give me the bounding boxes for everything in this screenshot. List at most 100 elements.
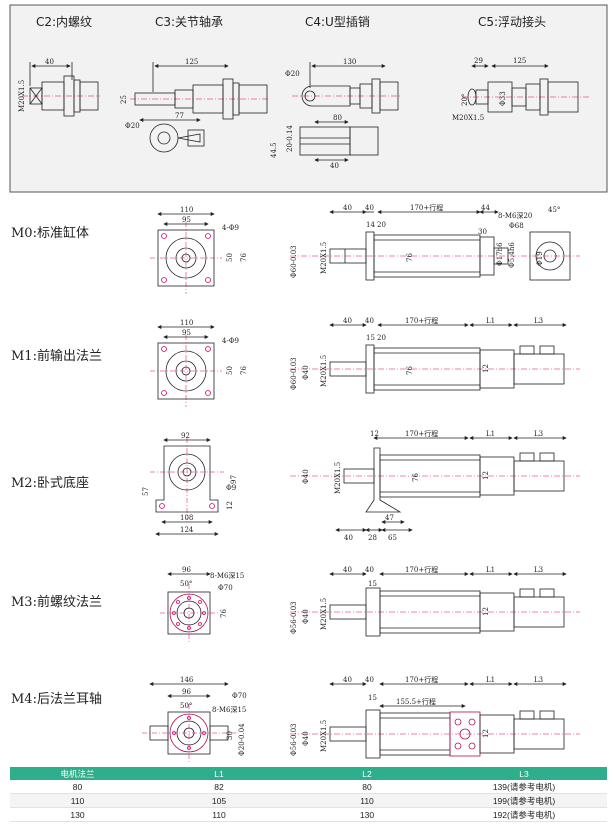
m1-side-l3: L3: [534, 317, 543, 325]
m3-side-stroke: 170+行程: [405, 565, 438, 574]
m2-front-d9: Φ9: [226, 484, 236, 492]
m4-side-stroke2: 155.5+行程: [396, 697, 436, 706]
c5-dim-d33: Φ33: [499, 91, 507, 106]
m1-side-thread: M20X1.5: [320, 355, 328, 387]
m2-side-40: 40: [344, 534, 353, 542]
c4-dim-130: 130: [343, 58, 356, 66]
m3-front-50deg: 50°: [180, 580, 192, 588]
m2-front-92: 92: [181, 432, 190, 440]
m1-front-holes: 4-Φ9: [222, 337, 239, 345]
m0-side-stroke: 170+行程: [410, 203, 443, 212]
m1-front-view: [150, 325, 222, 407]
m2-side-l3: L3: [534, 430, 543, 438]
table-header-row: 电机法兰 L1 L2 L3: [10, 767, 607, 780]
m2-side-d40: Φ40: [302, 469, 310, 484]
cell-l2: 80: [293, 780, 441, 794]
m3-side-view: [290, 572, 580, 637]
accessory-panel: [9, 4, 608, 193]
c2-title: C2:内螺纹: [36, 15, 93, 29]
m3-title: M3:前螺纹法兰: [11, 595, 102, 610]
m2-title: M2:卧式底座: [11, 476, 89, 491]
m4-side-l1: L1: [486, 676, 495, 684]
m4-side-thread: M20X1.5: [320, 720, 328, 752]
table-row: 130 110 130 192(请参考电机): [10, 807, 607, 822]
m0-front-view: [150, 212, 222, 294]
c2-dim-thread: M20X1.5: [18, 80, 26, 112]
m1-side-d60: Φ60-0.03: [290, 357, 298, 390]
m3-front-d70: Φ70: [218, 584, 233, 592]
m1-side-view: [290, 323, 580, 394]
m4-side-12: 12: [482, 729, 490, 738]
m0-side-d68: Φ68: [509, 222, 524, 230]
c2-dim-40: 40: [45, 58, 54, 66]
m0-front-110: 110: [180, 206, 193, 214]
c5-dim-29: 29: [474, 57, 483, 65]
c4-dim-445: 44.5: [270, 142, 278, 158]
cell-flange: 110: [10, 793, 145, 808]
m0-front-holes: 4-Φ9: [222, 224, 239, 232]
c3-dim-77: 77: [175, 112, 184, 120]
m0-side-d17: Φ17h6: [496, 242, 504, 266]
m1-side-76: 76: [406, 366, 414, 375]
c4-dim-40: 40: [330, 162, 339, 170]
m0-side-40b: 40: [365, 204, 374, 212]
cell-l3: 139(请参考电机): [441, 780, 607, 794]
m1-front-95: 95: [182, 329, 191, 337]
cell-flange: 80: [10, 780, 145, 794]
m2-side-65: 65: [388, 534, 397, 542]
m3-front-view: [160, 572, 218, 642]
cell-l1: 82: [145, 780, 293, 794]
cell-l3: 192(请参考电机): [441, 807, 607, 822]
m2-side-view: [290, 436, 580, 532]
m0-front-95: 95: [182, 216, 191, 224]
m4-side-view: [290, 682, 580, 759]
m1-side-stroke: 170+行程: [405, 316, 438, 325]
m3-side-12: 12: [482, 607, 490, 616]
m0-front-76: 76: [240, 253, 248, 262]
m3-side-d56: Φ56-0.03: [290, 601, 298, 634]
header-motor-flange: 电机法兰: [10, 767, 145, 780]
m1-side-15: 15: [366, 334, 375, 342]
m2-side-12: 12: [482, 471, 490, 480]
m1-side-40b: 40: [365, 317, 374, 325]
m0-side-45deg: 45°: [548, 206, 560, 214]
m2-front-124: 124: [180, 526, 194, 534]
m0-front-50: 50: [226, 253, 234, 262]
m3-side-l1: L1: [486, 566, 495, 574]
table-row: 110 105 110 199(请参考电机): [10, 793, 607, 808]
m4-front-50deg: 50°: [180, 702, 192, 710]
m2-side-28: 28: [368, 534, 377, 542]
c4-drawing: [292, 62, 400, 162]
m3-side-d40: Φ40: [302, 609, 310, 624]
drawing-canvas: 40 M20X1.5 125 25 77 Φ20 130 Φ2: [9, 4, 608, 762]
m1-side-d40: Φ40: [302, 365, 310, 380]
m1-front-50: 50: [226, 366, 234, 375]
m0-side-thread: M20X1.5: [320, 242, 328, 274]
m4-side-d56: Φ56-0.03: [290, 723, 298, 756]
m2-side-stroke: 170+行程: [405, 429, 438, 438]
m4-front-screws: 8-M6深15: [212, 705, 246, 714]
c5-dim-thread: M20X1.5: [452, 114, 484, 122]
m2-front-12: 12: [226, 501, 234, 510]
m0-side-screws: 8-M6深20: [498, 211, 532, 220]
m2-side-l1: L1: [486, 430, 495, 438]
c3-dim-25: 25: [120, 95, 128, 104]
c3-dim-125: 125: [185, 58, 198, 66]
m4-front-146: 146: [180, 676, 194, 684]
m0-side-14: 14: [366, 221, 375, 229]
header-l1: L1: [145, 767, 293, 780]
m3-side-40b: 40: [365, 566, 374, 574]
m3-front-96: 96: [182, 566, 191, 574]
m4-side-d40: Φ40: [302, 731, 310, 746]
table-row: 80 82 80 139(请参考电机): [10, 780, 607, 794]
c4-dim-d20: Φ20: [285, 70, 300, 78]
m4-front-d70: Φ70: [232, 692, 247, 700]
c4-dim-80: 80: [333, 114, 342, 122]
cell-flange: 130: [10, 807, 145, 822]
m3-front-76: 76: [220, 609, 228, 618]
m3-side-15: 15: [368, 580, 377, 588]
m2-side-12top: 12: [370, 430, 379, 438]
m1-title: M1:前输出法兰: [11, 349, 102, 364]
c4-title: C4:U型插销: [305, 15, 370, 29]
c3-dim-d20: Φ20: [125, 122, 140, 130]
